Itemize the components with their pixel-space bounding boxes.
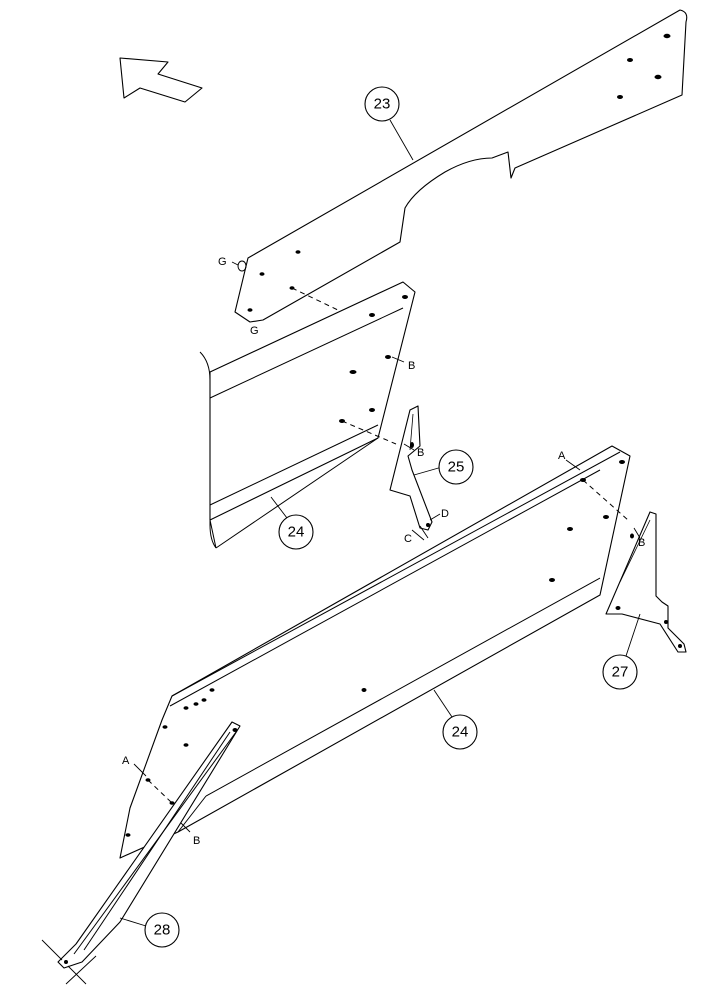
letter-b-right: B	[638, 537, 645, 549]
letter-b-mid: B	[417, 447, 424, 459]
part-27-bracket	[605, 511, 687, 653]
callout-23-label: 23	[374, 96, 391, 113]
part-25-bracket	[389, 405, 433, 531]
letter-c: C	[404, 533, 412, 545]
part-24-lower-panel	[119, 445, 631, 859]
part-23-panel	[234, 9, 688, 323]
callout-27-label: 27	[612, 664, 629, 681]
dimension-line	[65, 955, 97, 985]
letter-b-left: B	[193, 835, 200, 847]
callout-28: 28	[144, 912, 180, 948]
callout-25: 25	[438, 449, 474, 485]
callout-28-label: 28	[154, 922, 171, 939]
dimension-line	[41, 939, 63, 961]
dashed-alignment-line	[341, 420, 397, 445]
dashed-alignment-line	[147, 779, 173, 804]
letter-g-bottom: G	[250, 325, 259, 337]
leader-line	[389, 119, 414, 161]
callout-24-lower-label: 24	[452, 724, 469, 741]
callout-27: 27	[602, 654, 638, 690]
dashed-alignment-line	[582, 479, 629, 521]
dimension-line	[67, 965, 87, 985]
dashed-alignment-line	[291, 287, 343, 313]
letter-a-right: A	[558, 450, 566, 462]
letter-g-top: G	[218, 256, 227, 268]
callout-24-upper-label: 24	[288, 524, 305, 541]
callout-24-lower: 24	[442, 714, 478, 750]
letter-d: D	[441, 508, 449, 520]
letter-b-upper: B	[408, 360, 415, 372]
callout-23: 23	[364, 86, 400, 122]
letter-a-left: A	[122, 755, 130, 767]
part-28-strut	[57, 721, 241, 969]
callout-24-upper: 24	[278, 514, 314, 550]
arrow-up-left-icon	[119, 57, 203, 103]
callout-25-label: 25	[448, 459, 465, 476]
part-24-upper-panel	[199, 281, 416, 549]
